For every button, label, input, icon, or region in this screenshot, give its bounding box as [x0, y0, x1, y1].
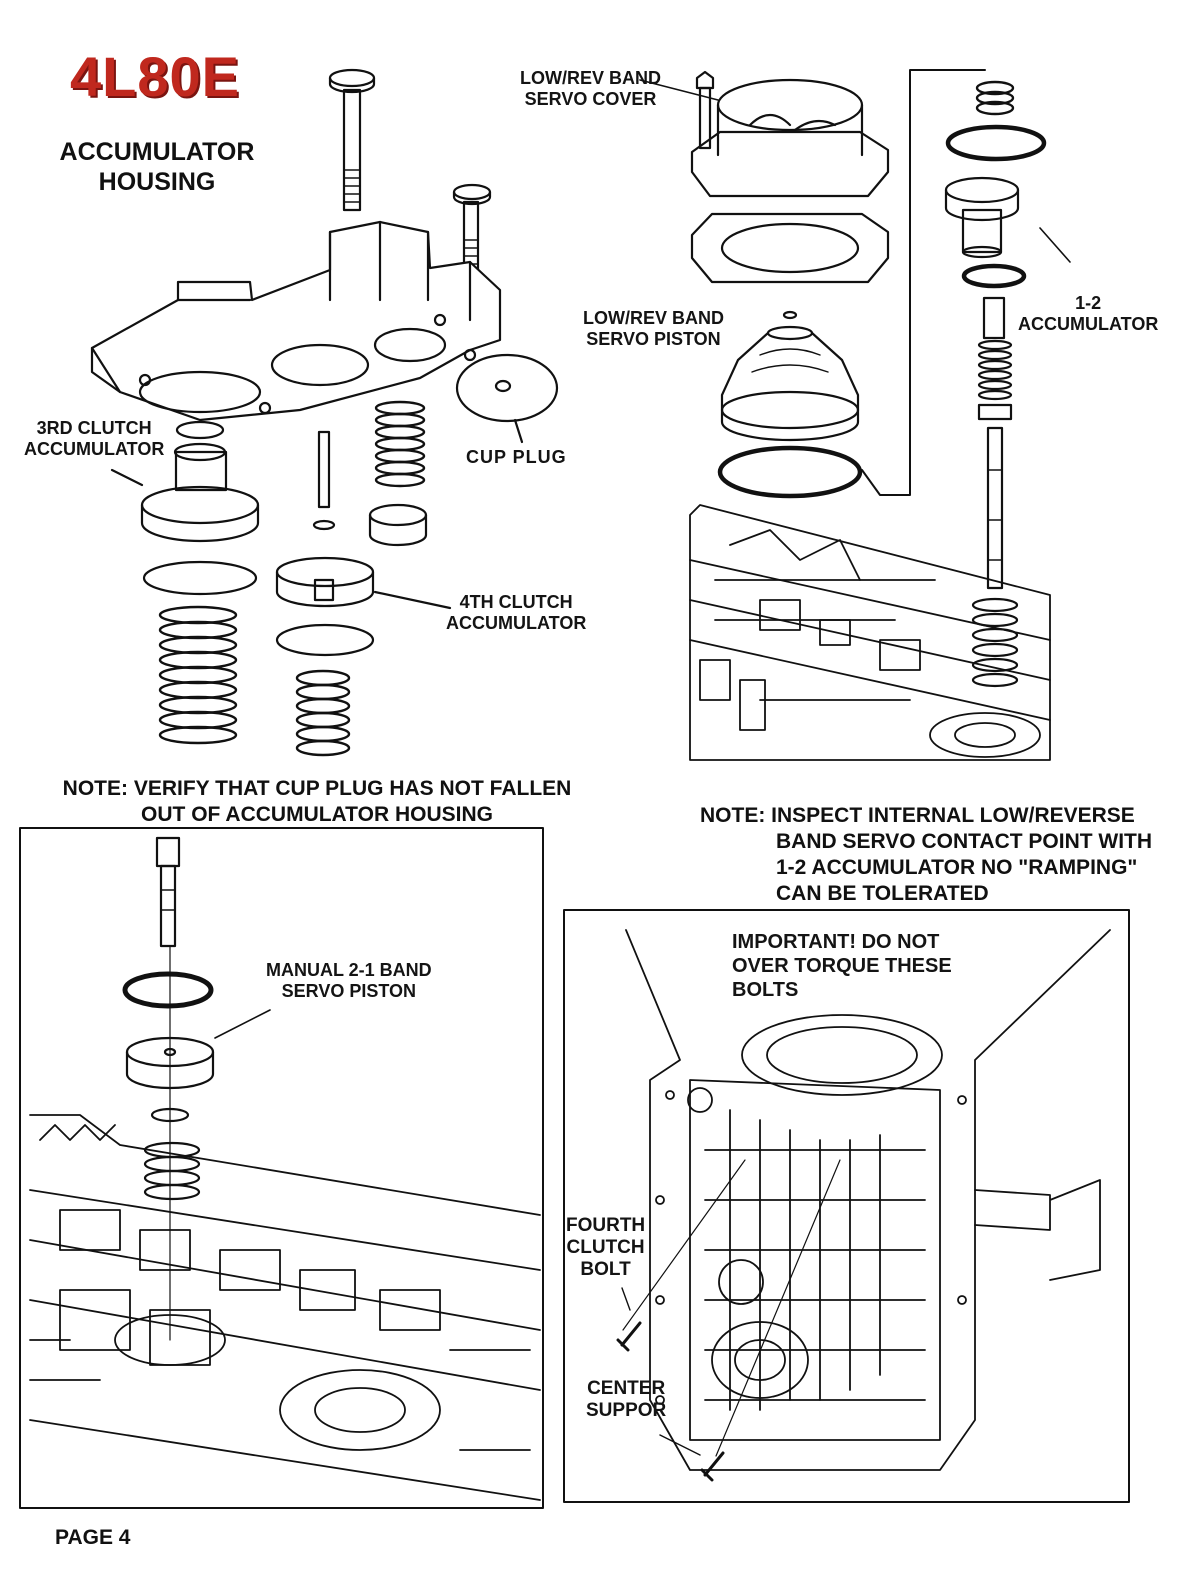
label-line: MANUAL 2-1 BAND: [266, 960, 432, 980]
note-line: NOTE: VERIFY THAT CUP PLUG HAS NOT FALLE…: [62, 777, 572, 800]
label-line: SERVO PISTON: [586, 329, 721, 349]
label-line: SUPPOR: [586, 1400, 667, 1421]
label-line: LOW/REV BAND: [520, 68, 661, 88]
label-line: ACCUMULATOR: [1018, 314, 1159, 334]
label-line: SERVO COVER: [524, 89, 657, 109]
fourth-clutch-accumulator-label: 4TH CLUTCH ACCUMULATOR: [446, 592, 586, 634]
one-two-accumulator-drawing: [944, 80, 1071, 688]
label-line: SERVO PISTON: [281, 981, 417, 1001]
label-line: 3RD CLUTCH: [36, 418, 152, 438]
label-line: BOLTS: [732, 979, 799, 1001]
bottom-right-frame: [563, 909, 1130, 1503]
case-bottom-right-drawing: [616, 929, 1111, 1482]
low-rev-servo-cover-label: LOW/REV BAND SERVO COVER: [520, 68, 661, 110]
accumulator-housing-drawing: [90, 68, 559, 757]
label-line: ACCUMULATOR: [446, 613, 587, 633]
note-line: NOTE: INSPECT INTERNAL LOW/REVERSE: [700, 804, 1135, 827]
label-line: BOLT: [580, 1259, 631, 1280]
valve-body-bottom-left: [29, 1114, 541, 1501]
label-line: FOURTH: [566, 1215, 646, 1236]
center-support-label: CENTER SUPPOR: [586, 1378, 666, 1422]
note-line: BAND SERVO CONTACT POINT WITH: [776, 830, 1153, 853]
servo-note: NOTE: INSPECT INTERNAL LOW/REVERSE BAND …: [700, 803, 1152, 907]
label-line: CLUTCH: [566, 1237, 645, 1258]
note-line: OUT OF ACCUMULATOR HOUSING: [141, 803, 493, 826]
manual-21-servo-drawing: [122, 836, 271, 1341]
section-heading: ACCUMULATOR HOUSING: [50, 137, 264, 197]
low-rev-servo-drawing: [639, 69, 986, 499]
section-heading-line-2: HOUSING: [98, 168, 216, 196]
page-number: PAGE 4: [55, 1526, 131, 1549]
model-title: 4L80E: [70, 45, 240, 108]
note-line: 1-2 ACCUMULATOR NO "RAMPING": [776, 856, 1138, 879]
third-clutch-accumulator-label: 3RD CLUTCH ACCUMULATOR: [24, 418, 164, 460]
cup-plug-note: NOTE: VERIFY THAT CUP PLUG HAS NOT FALLE…: [52, 776, 582, 828]
section-heading-line-1: ACCUMULATOR: [59, 138, 255, 166]
label-line: IMPORTANT! DO NOT: [732, 931, 940, 953]
bottom-left-frame: [19, 827, 544, 1509]
fourth-clutch-bolt-label: FOURTH CLUTCH BOLT: [566, 1215, 645, 1281]
label-line: 4TH CLUTCH: [459, 592, 573, 612]
important-bolts-label: IMPORTANT! DO NOT OVER TORQUE THESE BOLT…: [732, 930, 952, 1002]
cup-plug-label: CUP PLUG: [466, 447, 567, 467]
note-line: CAN BE TOLERATED: [776, 882, 989, 905]
label-line: OVER TORQUE THESE: [732, 955, 952, 977]
label-line: LOW/REV BAND: [583, 308, 724, 328]
label-line: ACCUMULATOR: [24, 439, 165, 459]
one-two-accumulator-label: 1-2 ACCUMULATOR: [1018, 293, 1158, 335]
valve-body-top-right: [689, 504, 1051, 761]
low-rev-servo-piston-label: LOW/REV BAND SERVO PISTON: [583, 308, 724, 350]
label-line: 1-2: [1075, 293, 1102, 313]
manual-21-band-servo-piston-label: MANUAL 2-1 BAND SERVO PISTON: [266, 960, 432, 1002]
label-line: CENTER: [587, 1378, 666, 1399]
